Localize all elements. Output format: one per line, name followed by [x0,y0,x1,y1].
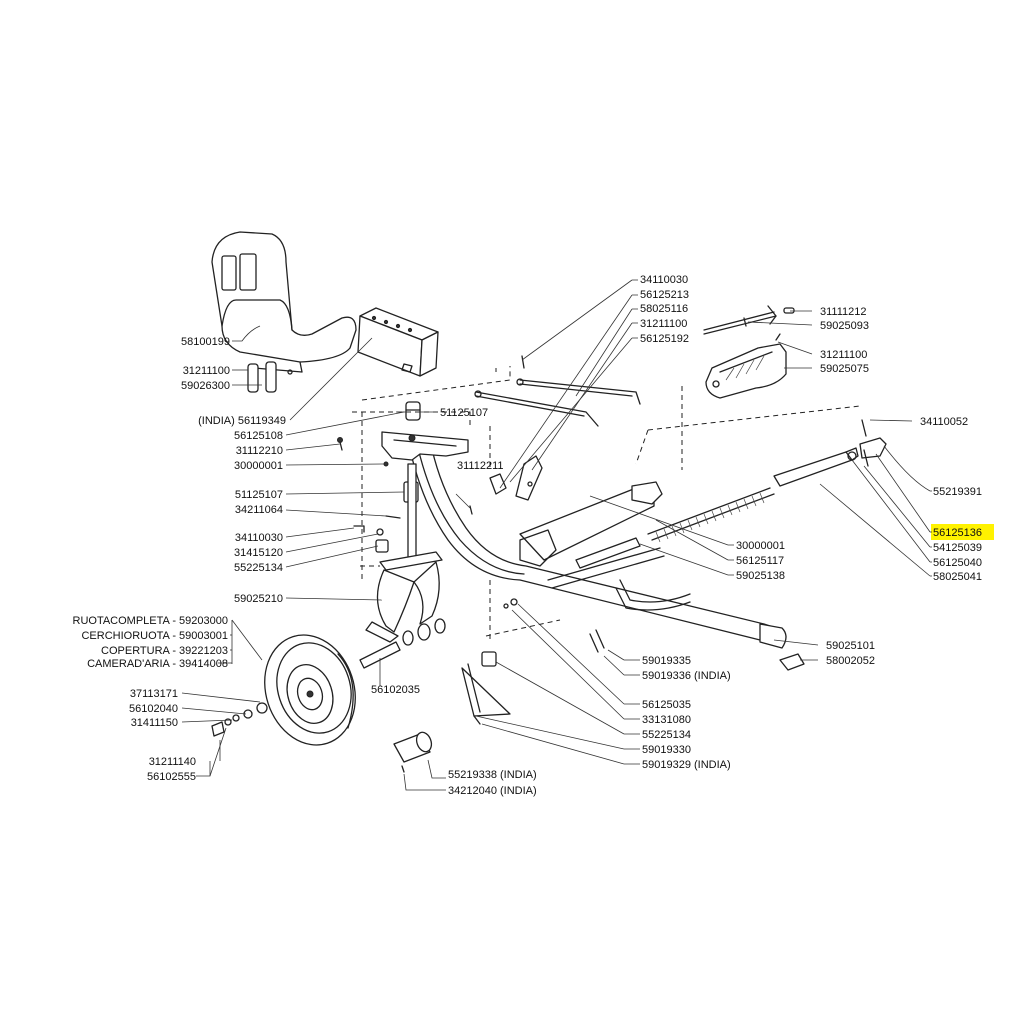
label-31112210[interactable]: 31112210 [236,445,283,457]
label-31211100-a[interactable]: 31211100 [183,365,230,377]
lever-drawing [469,455,543,515]
label-ruota-completa[interactable]: RUOTACOMPLETA - 59203000 [73,615,229,627]
rod-end-drawing [847,419,887,467]
label-37113171[interactable]: 37113171 [130,688,178,700]
label-34212040[interactable]: 34212040 (INDIA) [448,785,537,797]
label-59026300[interactable]: 59026300 [181,380,230,392]
label-56119349[interactable]: (INDIA) 56119349 [198,415,286,427]
label-56102040[interactable]: 56102040 [129,703,178,715]
label-stubs [624,279,932,765]
part-labels: 58100199 31211100 59026300 (INDIA) 56119… [73,274,982,797]
label-55219338[interactable]: 55219338 (INDIA) [448,769,537,781]
label-56125136[interactable]: 56125136 [933,527,982,539]
label-31211140[interactable]: 31211140 [149,756,196,768]
label-58100199[interactable]: 58100199 [181,336,230,348]
label-59025101[interactable]: 59025101 [826,640,875,652]
label-56125108[interactable]: 56125108 [234,430,283,442]
label-56125192[interactable]: 56125192 [640,333,689,345]
leader-lines [181,279,931,791]
label-56102035[interactable]: 56102035 [371,684,420,696]
label-56125035[interactable]: 56125035 [642,699,691,711]
label-59025138[interactable]: 59025138 [736,570,785,582]
label-59019330[interactable]: 59019330 [642,744,691,756]
label-31415120[interactable]: 31415120 [234,547,283,559]
highlight-56125136 [931,524,994,540]
label-30000001-b[interactable]: 30000001 [736,540,785,552]
label-34211064[interactable]: 34211064 [235,504,283,516]
label-56125213[interactable]: 56125213 [640,289,689,301]
label-55225134-a[interactable]: 55225134 [234,562,283,574]
stand-drawing [461,598,805,725]
label-56102555[interactable]: 56102555 [147,771,196,783]
seat-drawing [211,231,357,393]
label-31211100-c[interactable]: 31211100 [820,349,867,361]
spring-housing-drawing [705,333,787,399]
label-31111212[interactable]: 31111212 [820,306,867,318]
wheel-drawing [211,618,446,746]
label-54125039[interactable]: 54125039 [933,542,982,554]
label-34110030-b[interactable]: 34110030 [640,274,688,286]
label-34110052[interactable]: 34110052 [920,416,968,428]
square-tube-drawing [357,307,439,377]
label-58025041[interactable]: 58025041 [933,571,982,583]
label-51125107-b[interactable]: 51125107 [235,489,283,501]
dashed-guides [352,366,861,640]
label-58002052[interactable]: 58002052 [826,655,875,667]
label-56125040[interactable]: 56125040 [933,557,982,569]
label-56125117[interactable]: 56125117 [736,555,784,567]
label-55219391[interactable]: 55219391 [933,486,982,498]
label-31112211[interactable]: 31112211 [457,460,504,472]
label-58025116[interactable]: 58025116 [640,303,688,315]
springs-drawing [575,447,859,569]
label-30000001-a[interactable]: 30000001 [234,460,283,472]
label-33131080[interactable]: 33131080 [642,714,691,726]
label-59025210[interactable]: 59025210 [234,593,283,605]
label-copertura[interactable]: COPERTURA - 39221203 [101,645,228,657]
top-rods-drawing [474,305,795,427]
label-31211100-b[interactable]: 31211100 [640,318,687,330]
label-51125107-a[interactable]: 51125107 [440,407,488,419]
fork-drawing [337,401,443,643]
label-59025075[interactable]: 59025075 [820,363,869,375]
label-cerchio-ruota[interactable]: CERCHIORUOTA - 59003001 [81,630,228,642]
label-59019335[interactable]: 59019335 [642,655,691,667]
label-59019336[interactable]: 59019336 (INDIA) [642,670,731,682]
label-31411150[interactable]: 31411150 [131,717,178,729]
label-camera-daria[interactable]: CAMERAD'ARIA - 39414008 [87,658,228,670]
label-34110030-a[interactable]: 34110030 [235,532,283,544]
label-59025093[interactable]: 59025093 [820,320,869,332]
bushing-drawing [393,731,433,773]
main-frame-drawing [381,431,787,649]
label-55225134-b[interactable]: 55225134 [642,729,691,741]
label-59019329[interactable]: 59019329 (INDIA) [642,759,731,771]
